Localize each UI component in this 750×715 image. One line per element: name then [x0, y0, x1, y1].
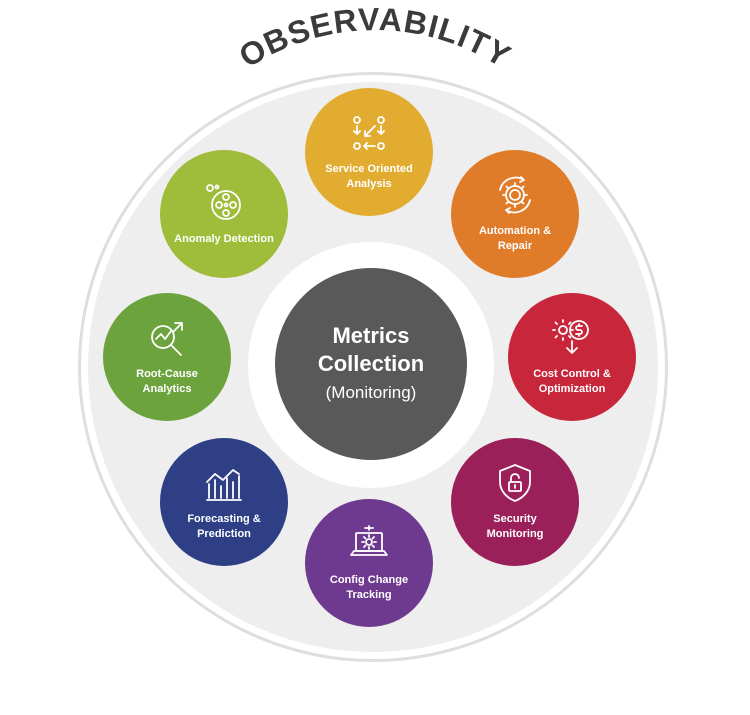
node-label: Anomaly Detection — [174, 232, 274, 245]
magnifier-chart-icon — [146, 317, 188, 359]
center-node: Metrics Collection (Monitoring) — [275, 268, 467, 460]
shield-lock-icon — [494, 462, 536, 504]
node-service-oriented-analysis: Service Oriented Analysis — [305, 88, 433, 216]
laptop-gear-icon — [348, 523, 390, 565]
node-label: Root-Cause Analytics — [136, 368, 198, 395]
flow-arrows-icon — [348, 112, 390, 154]
node-label: Forecasting & Prediction — [187, 513, 261, 540]
node-label: Config Change Tracking — [329, 574, 409, 601]
node-automation-repair: Automation & Repair — [451, 150, 579, 278]
diagram-title: OBSERVABILITY — [233, 1, 517, 74]
center-line2: Collection — [317, 351, 425, 376]
node-security-monitoring: Security Monitoring — [451, 438, 579, 566]
center-line3: (Monitoring) — [325, 383, 417, 402]
gear-cycle-icon — [494, 174, 536, 216]
node-label: Automation & Repair — [478, 225, 552, 252]
gear-dollar-icon — [551, 317, 593, 359]
node-cost-control: Cost Control & Optimization — [508, 293, 636, 421]
node-label: Cost Control & Optimization — [533, 368, 611, 395]
node-forecasting-prediction: Forecasting & Prediction — [160, 438, 288, 566]
bar-trend-icon — [203, 462, 245, 504]
node-label: Service Oriented Analysis — [325, 163, 413, 190]
dots-circle-icon — [203, 182, 245, 224]
node-anomaly-detection: Anomaly Detection — [160, 150, 288, 278]
node-label: Security Monitoring — [486, 513, 544, 540]
svg-text:OBSERVABILITY: OBSERVABILITY — [233, 1, 518, 74]
center-line1: Metrics — [332, 323, 410, 348]
node-root-cause-analytics: Root-Cause Analytics — [103, 293, 231, 421]
node-config-change-tracking: Config Change Tracking — [305, 499, 433, 627]
